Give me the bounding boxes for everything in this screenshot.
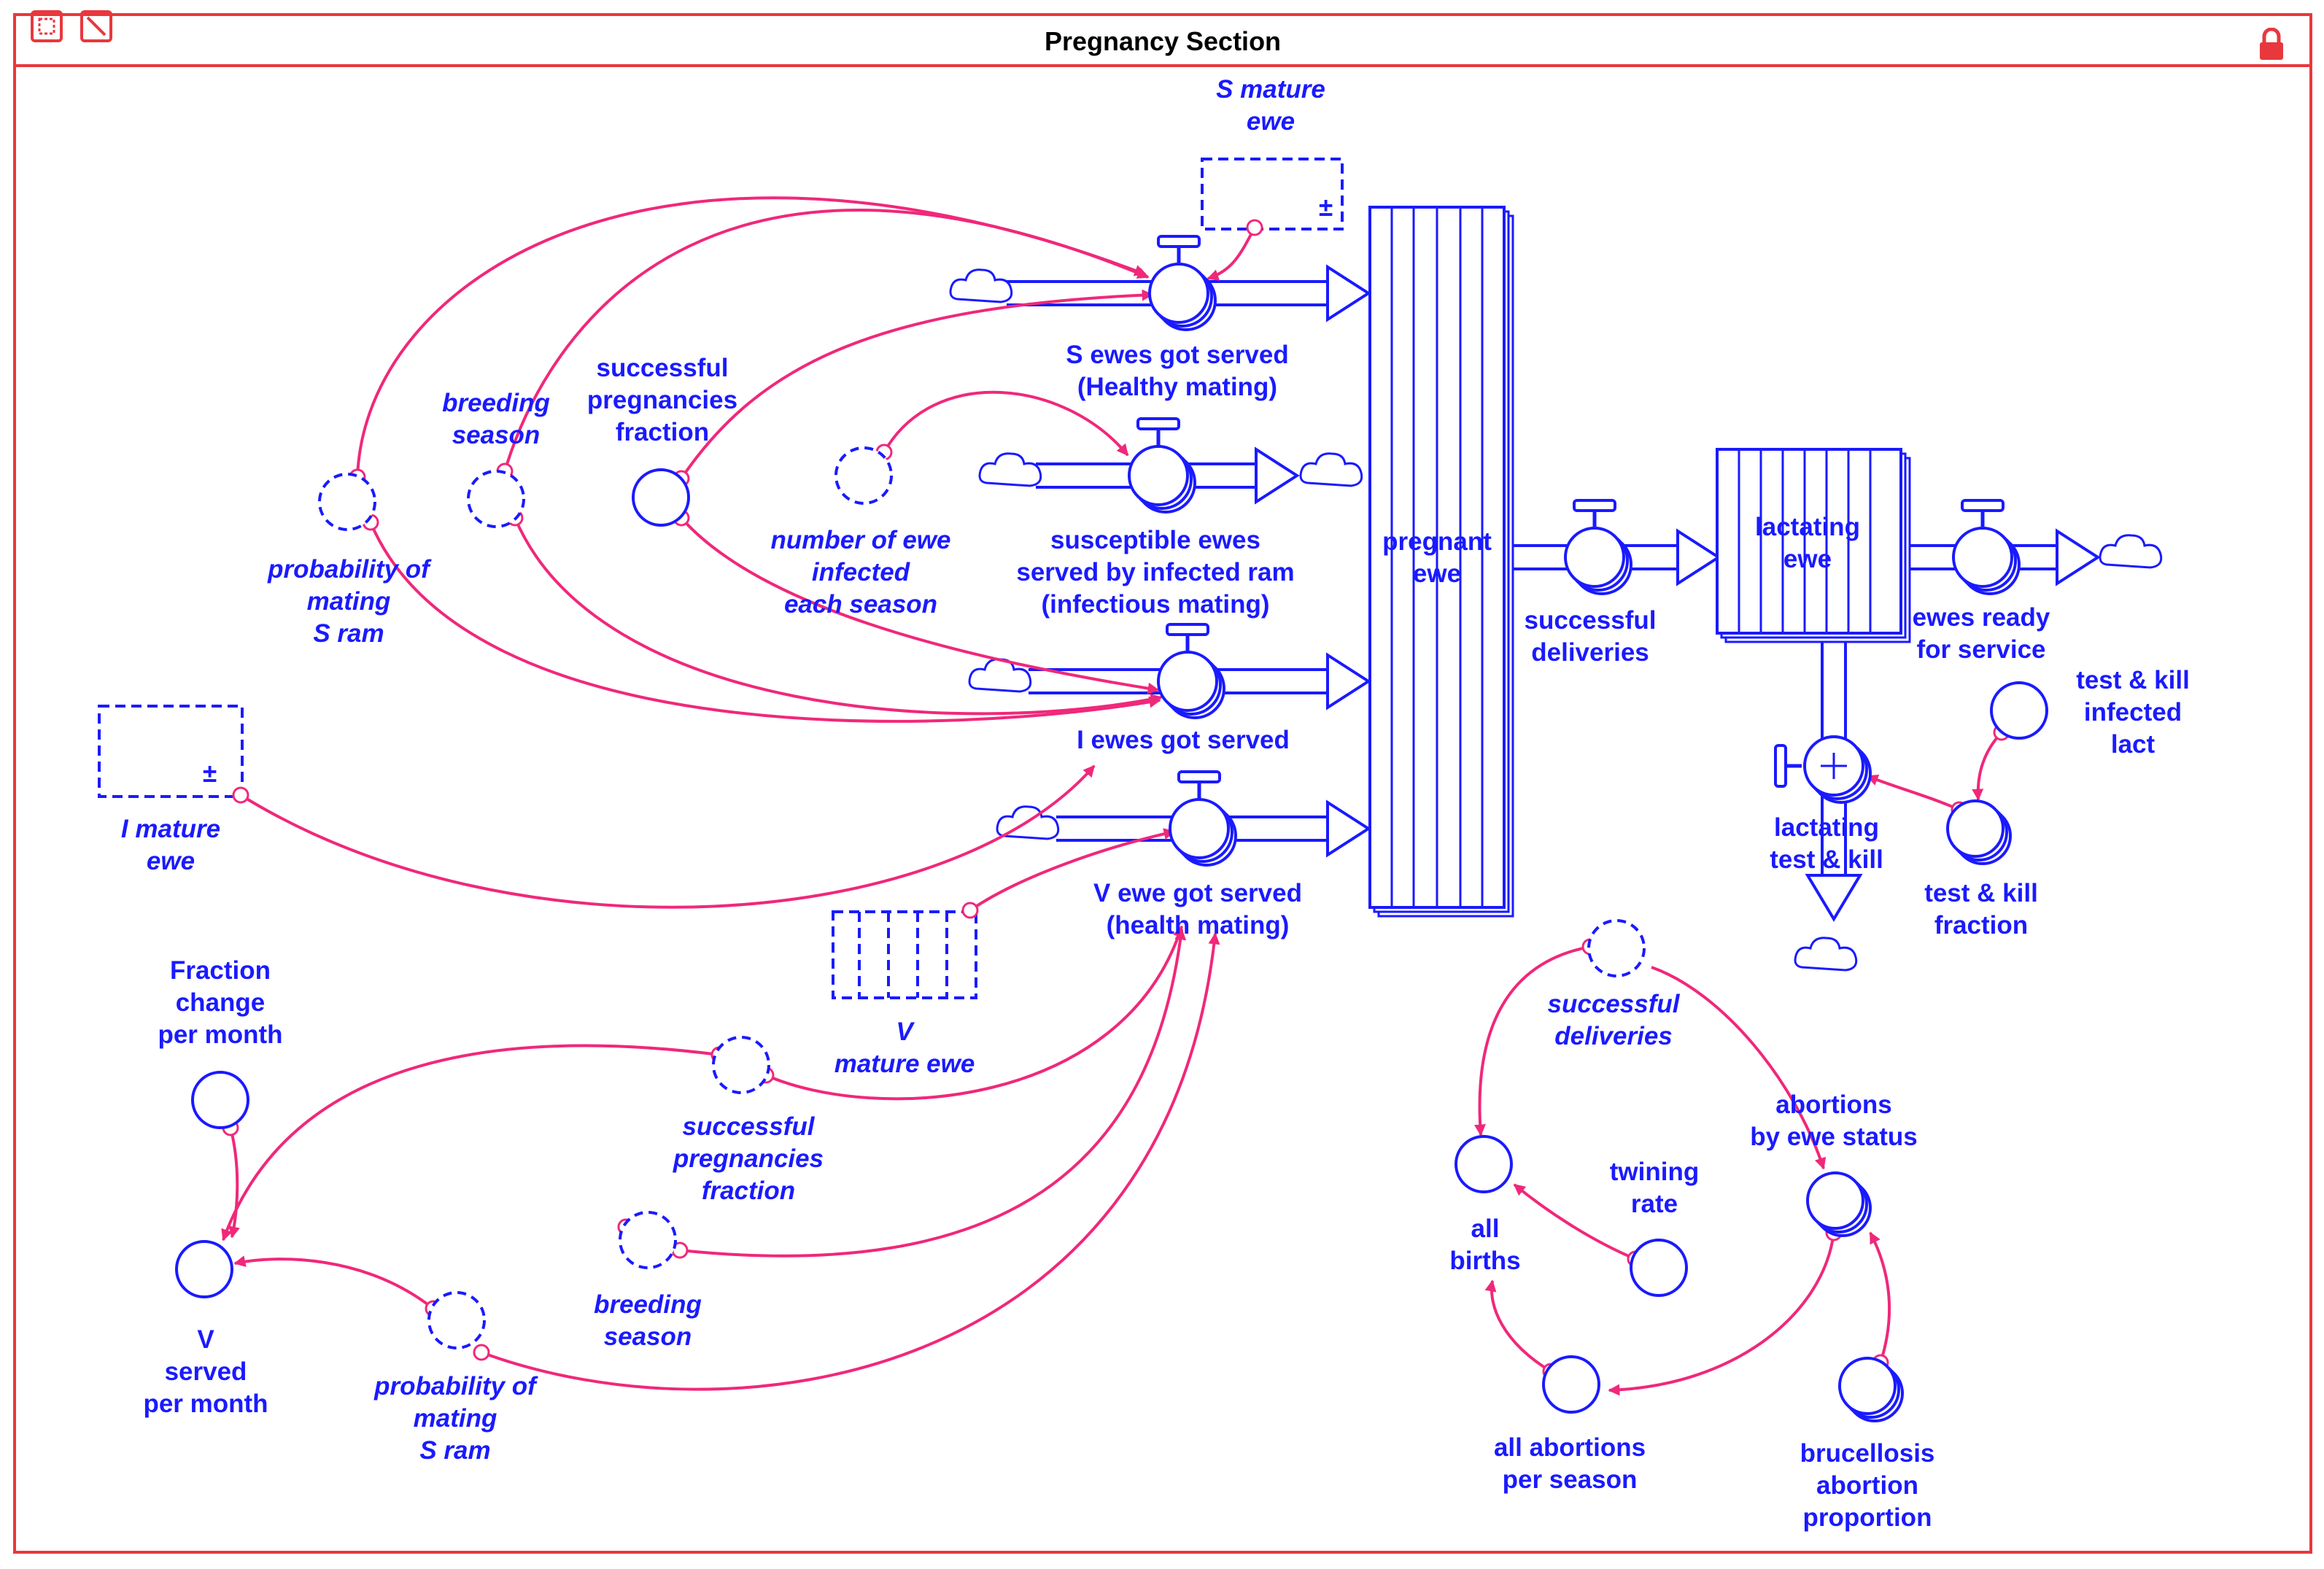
i-ewes-got-served-label: I ewes got served xyxy=(1077,726,1290,754)
i-mature-ewe-ghost-stock[interactable]: ± xyxy=(98,705,244,798)
s-ewes-got-served-valve[interactable] xyxy=(1150,236,1215,330)
v-served-per-month-converter[interactable] xyxy=(175,1240,233,1298)
successful-pregnancies-fraction-top-converter[interactable] xyxy=(632,468,690,527)
breeding-season-top-converter[interactable] xyxy=(467,470,525,528)
cloud-icon xyxy=(949,268,1013,303)
window-titlebar: Pregnancy Section xyxy=(16,16,2309,67)
all-births-converter[interactable] xyxy=(1455,1135,1513,1193)
susceptible-ewes-served-valve[interactable] xyxy=(1129,419,1195,512)
lactating-ewe-stock[interactable] xyxy=(1716,448,1911,643)
probability-of-mating-top-converter[interactable] xyxy=(318,473,376,531)
probability-of-mating-bottom-converter[interactable] xyxy=(427,1291,486,1349)
connectors xyxy=(221,196,2003,1396)
test-kill-infected-lact-converter[interactable] xyxy=(1990,681,2048,740)
ewes-ready-for-service-valve[interactable] xyxy=(1953,500,2019,594)
all-abortions-per-season-converter[interactable] xyxy=(1542,1355,1600,1414)
lock-icon[interactable] xyxy=(2257,27,2286,61)
lactating-test-kill-valve[interactable] xyxy=(1774,735,1872,804)
brucellosis-abortion-proportion-converter[interactable] xyxy=(1838,1357,1904,1422)
svg-text:±: ± xyxy=(1319,193,1333,222)
cloud-icon xyxy=(978,452,1042,487)
cloud-icon xyxy=(1794,937,1858,972)
successful-pregnancies-fraction-bottom-converter[interactable] xyxy=(712,1036,770,1094)
test-kill-fraction-converter[interactable] xyxy=(1946,799,2012,865)
pregnant-ewe-stock[interactable] xyxy=(1368,206,1514,918)
fraction-change-per-month-converter[interactable] xyxy=(191,1071,249,1129)
cloud-icon xyxy=(1299,452,1363,487)
window-title: Pregnancy Section xyxy=(1044,26,1282,56)
s-mature-ewe-ghost-stock[interactable]: ± xyxy=(1201,158,1344,230)
hide-icon[interactable] xyxy=(80,10,112,42)
i-ewes-got-served-valve[interactable] xyxy=(1158,624,1224,718)
v-mature-ewe-ghost-stock[interactable] xyxy=(832,910,977,999)
successful-deliveries-valve[interactable] xyxy=(1565,500,1631,594)
s-ewes-got-served-label: S ewes got served(Healthy mating) xyxy=(1066,341,1288,401)
twining-rate-converter[interactable] xyxy=(1630,1239,1688,1297)
successful-deliveries-ghost-converter[interactable] xyxy=(1587,919,1646,977)
breeding-season-bottom-converter[interactable] xyxy=(619,1211,677,1269)
v-ewe-got-served-label: V ewe got served(health mating) xyxy=(1093,879,1302,940)
select-rect-icon[interactable] xyxy=(31,10,63,42)
v-ewe-got-served-valve[interactable] xyxy=(1170,772,1236,865)
svg-text:±: ± xyxy=(203,759,217,788)
diagram-window-frame xyxy=(13,13,2312,1554)
abortions-by-ewe-status-converter[interactable] xyxy=(1806,1171,1872,1237)
cloud-icon xyxy=(2099,534,2163,569)
number-of-ewe-infected-converter[interactable] xyxy=(834,446,893,505)
